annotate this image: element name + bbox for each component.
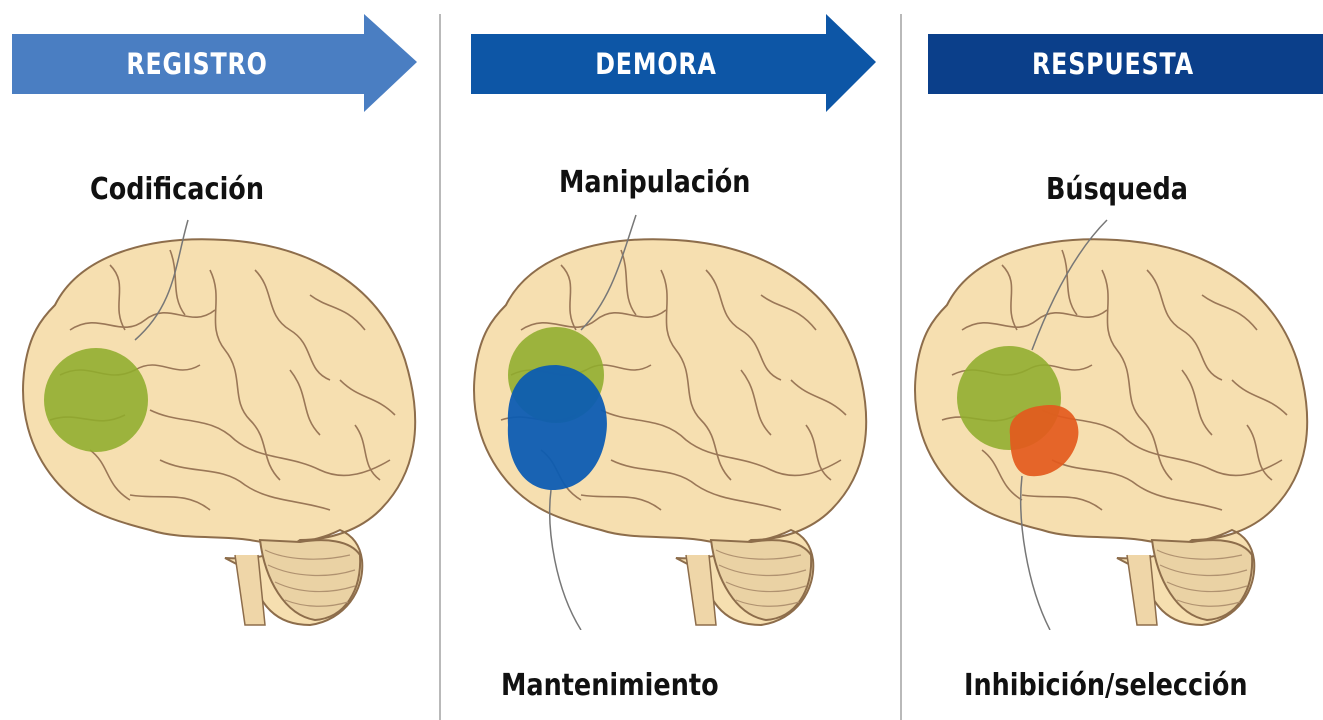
label-mantenimiento: Mantenimiento bbox=[501, 668, 719, 703]
panel-demora: DEMORA Manipulación bbox=[441, 0, 882, 720]
banner-bar-respuesta: RESPUESTA bbox=[928, 14, 1323, 114]
panel-registro: REGISTRO Codificación bbox=[0, 0, 441, 720]
brain-illustration-2 bbox=[461, 210, 881, 630]
banner-title-demora: DEMORA bbox=[504, 34, 807, 94]
brain-illustration-1 bbox=[10, 210, 430, 630]
banner-arrow-demora: DEMORA bbox=[471, 14, 881, 114]
banner-title-respuesta: RESPUESTA bbox=[961, 34, 1264, 94]
label-manipulacion: Manipulación bbox=[559, 165, 750, 200]
region-codificacion bbox=[44, 348, 148, 452]
banner-title-registro: REGISTRO bbox=[45, 34, 348, 94]
label-busqueda: Búsqueda bbox=[1046, 172, 1188, 207]
panel-respuesta: RESPUESTA Búsqueda bbox=[882, 0, 1323, 720]
label-inhibicion-seleccion: Inhibición/selección bbox=[964, 668, 1248, 703]
brain-illustration-3 bbox=[902, 210, 1322, 630]
banner-arrow-registro: REGISTRO bbox=[12, 14, 422, 114]
label-codificacion: Codificación bbox=[90, 172, 264, 207]
